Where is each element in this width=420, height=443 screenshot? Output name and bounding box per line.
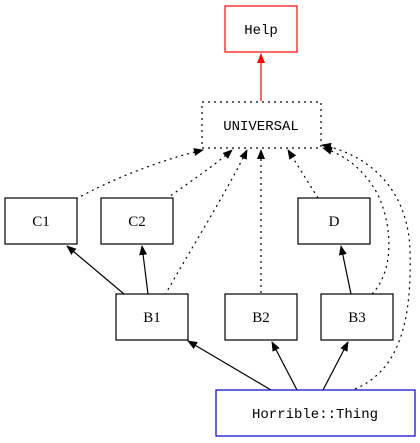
node-help[interactable]: Help — [224, 5, 298, 53]
edges — [66, 53, 411, 391]
node-horrible-thing-label: Horrible::Thing — [252, 407, 378, 423]
node-b2-label: B2 — [252, 310, 270, 326]
edge-b1-c2 — [139, 245, 149, 295]
node-c2[interactable]: C2 — [100, 197, 174, 245]
edge-d-universal — [287, 149, 319, 199]
node-b3[interactable]: B3 — [320, 293, 394, 341]
edge-c2-universal — [165, 149, 233, 200]
node-b1-label: B1 — [143, 310, 161, 326]
node-b3-label: B3 — [348, 310, 366, 326]
edge-thing-universal — [321, 142, 411, 390]
node-c1-label: C1 — [32, 214, 50, 230]
edge-c1-universal — [75, 148, 204, 200]
node-d-label: D — [329, 214, 340, 230]
node-universal[interactable]: UNIVERSAL — [201, 101, 322, 149]
edge-thing-b2 — [271, 341, 298, 391]
edge-b1-universal — [164, 149, 248, 296]
edge-b1-c1 — [66, 245, 125, 295]
node-universal-label: UNIVERSAL — [223, 119, 299, 135]
node-b2[interactable]: B2 — [224, 293, 298, 341]
node-b1[interactable]: B1 — [115, 293, 189, 341]
node-d[interactable]: D — [297, 197, 371, 245]
node-horrible-thing[interactable]: Horrible::Thing — [215, 389, 416, 437]
node-c2-label: C2 — [128, 214, 146, 230]
edge-b3-d — [338, 245, 352, 295]
node-help-label: Help — [244, 23, 278, 39]
edge-thing-b3 — [322, 341, 349, 391]
edge-thing-b1 — [187, 340, 272, 391]
node-c1[interactable]: C1 — [4, 197, 78, 245]
